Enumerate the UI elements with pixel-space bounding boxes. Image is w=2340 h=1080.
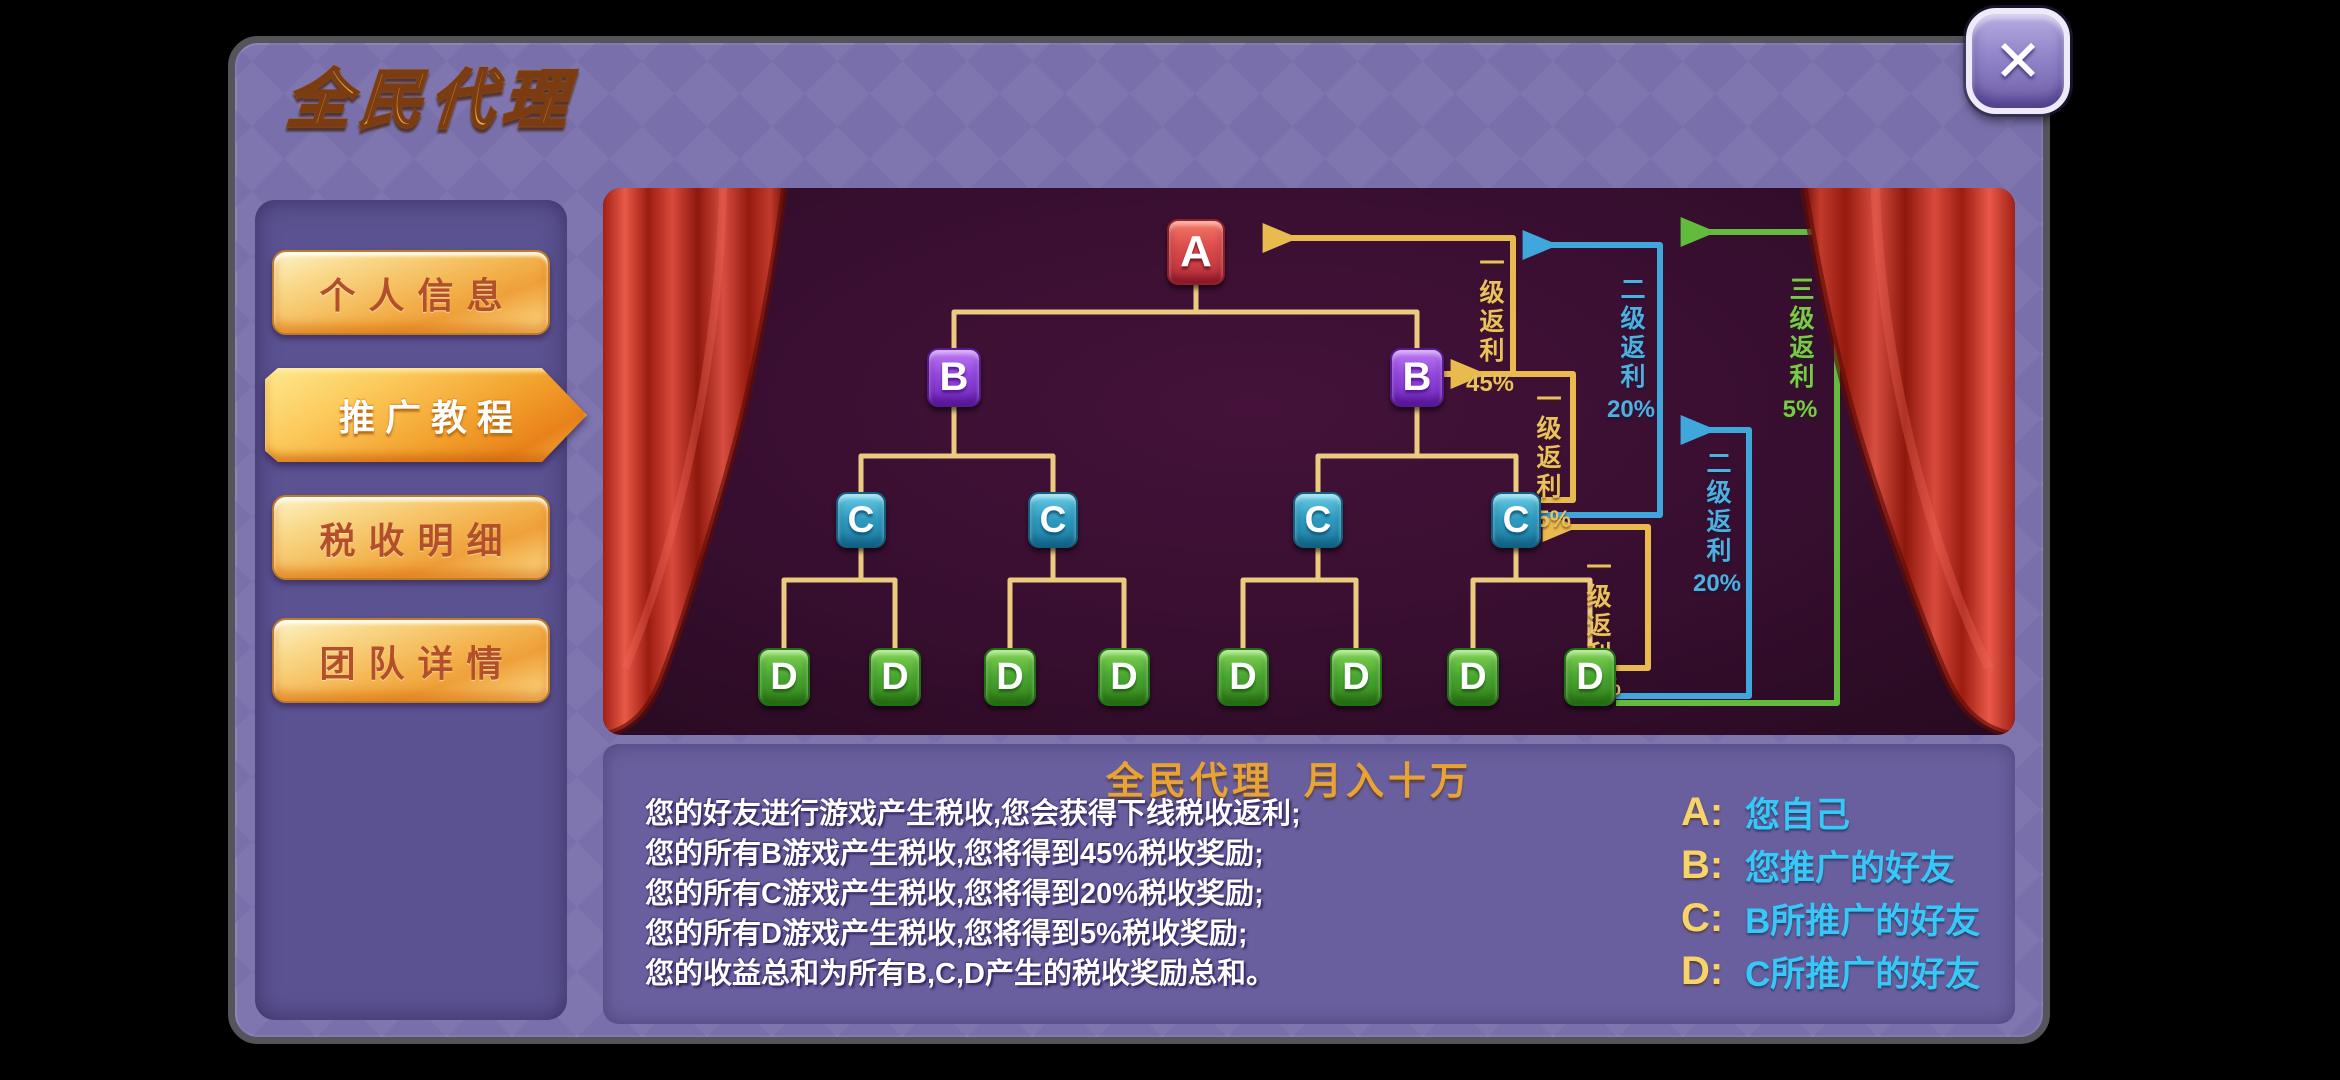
promo-line: 您的收益总和为所有B,C,D产生的税收奖励总和。 — [645, 958, 1275, 990]
legend-row-c: C: B所推广的好友 — [1681, 896, 1981, 941]
legend-row-b: B: 您推广的好友 — [1681, 843, 1956, 888]
rebate-label-level1-45: 一级返利 45% — [1465, 250, 1515, 397]
promo-heading-part1: 全民代理 — [1105, 761, 1274, 803]
promo-heading-part2: 月入十万 — [1304, 761, 1473, 803]
tree-node-b: B — [1390, 348, 1444, 407]
close-icon: ✕ — [1993, 29, 2043, 94]
rebate-arrow-c-to-b — [1450, 359, 1576, 503]
page-title: 全民代理 — [283, 49, 579, 141]
node-legend: A: 您自己 B: 您推广的好友 C: B所推广的好友 D: C所推广的好友 — [1681, 786, 1980, 998]
tree-node-c: C — [1028, 492, 1078, 548]
promo-description: 您的好友进行游戏产生税收,您会获得下线税收返利; 您的所有B游戏产生税收,您将得… — [645, 794, 1301, 994]
rebate-label-level2-20: 二级返利 20% — [1692, 450, 1742, 597]
sidebar-item-personal-info[interactable]: 个人信息 — [272, 250, 550, 335]
agent-dialog: 全民代理 个人信息 推广教程 税收明细 团队详情 — [228, 36, 2050, 1044]
tree-node-d: D — [869, 648, 921, 706]
sidebar-item-tax-details[interactable]: 税收明细 — [272, 495, 550, 580]
tree-node-d: D — [984, 648, 1036, 706]
promo-line: 您的好友进行游戏产生税收,您会获得下线税收返利; — [645, 798, 1301, 830]
tree-node-c: C — [1491, 492, 1541, 548]
tree-node-a: A — [1167, 219, 1225, 285]
tree-node-d: D — [1217, 648, 1269, 706]
promo-line: 您的所有B游戏产生税收,您将得到45%税收奖励; — [645, 838, 1264, 870]
tree-node-d: D — [758, 648, 810, 706]
sidebar-item-promotion-tutorial-label[interactable]: 推广教程 — [265, 368, 587, 462]
promo-info-panel: 全民代理月入十万 您的好友进行游戏产生税收,您会获得下线税收返利; 您的所有B游… — [603, 742, 2015, 1024]
rebate-label-level2-20: 二级返利 20% — [1606, 276, 1656, 423]
rebate-arrow-c-to-a — [1522, 230, 1663, 518]
close-button[interactable]: ✕ — [1966, 8, 2070, 114]
promo-line: 您的所有C游戏产生税收,您将得到20%税收奖励; — [645, 878, 1264, 910]
legend-row-d: D: C所推广的好友 — [1681, 949, 1981, 994]
rebate-arrow-d-to-b — [1616, 415, 1752, 699]
promo-heading: 全民代理月入十万 — [583, 750, 1995, 805]
sidebar-item-team-details[interactable]: 团队详情 — [272, 618, 550, 703]
rebate-label-level3-5: 三级返利 5% — [1782, 276, 1818, 423]
tree-edges — [781, 282, 1593, 651]
tree-node-d: D — [1447, 648, 1499, 706]
tree-node-c: C — [1293, 492, 1343, 548]
referral-tree-diagram: A B B C C C C D D D D D D D D 一级返利 45% 二… — [603, 188, 2015, 735]
sidebar-item-promotion-tutorial[interactable]: 推广教程 — [265, 368, 587, 462]
tree-node-c: C — [836, 492, 886, 548]
tree-node-d: D — [1098, 648, 1150, 706]
tree-node-d: D — [1564, 648, 1616, 706]
promo-line: 您的所有D游戏产生税收,您将得到5%税收奖励; — [645, 918, 1248, 950]
tree-connector-lines — [781, 217, 1840, 706]
sidebar-menu: 个人信息 推广教程 税收明细 团队详情 — [255, 200, 587, 1020]
rebate-arrow-d-to-c — [1542, 512, 1651, 671]
tree-node-d: D — [1330, 648, 1382, 706]
legend-row-a: A: 您自己 — [1681, 790, 1851, 835]
tree-node-b: B — [927, 348, 981, 407]
